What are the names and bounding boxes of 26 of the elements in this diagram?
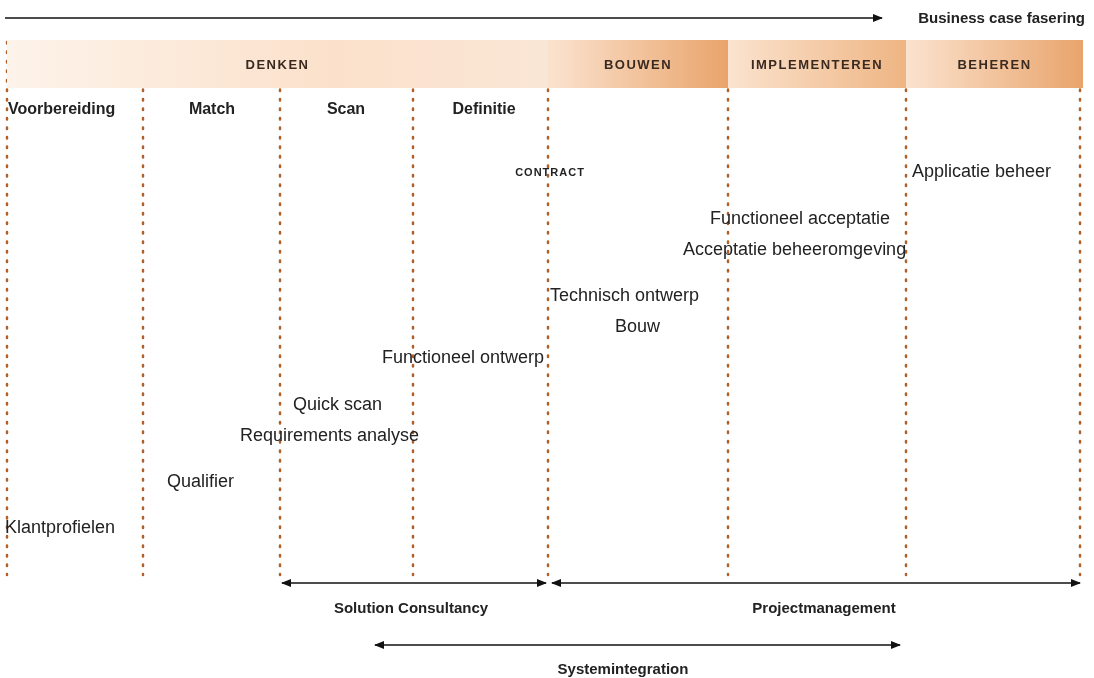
activity-label: Acceptatie beheeromgeving	[683, 239, 907, 261]
milestone-label: CONTRACT	[515, 166, 585, 179]
phase-band	[728, 40, 906, 88]
activity-label: Qualifier	[167, 471, 235, 493]
column-title: Definitie	[452, 100, 516, 119]
span-label: Solution Consultancy	[333, 599, 489, 616]
span-label: Systemintegration	[557, 660, 689, 677]
phase-band	[7, 40, 548, 88]
phase-band	[548, 40, 728, 88]
span-label: Projectmanagement	[752, 599, 896, 616]
activity-label: Requirements analyse	[240, 425, 420, 447]
activity-label: Technisch ontwerp	[550, 285, 700, 307]
activity-label: Klantprofielen	[5, 517, 116, 539]
phase-title: IMPLEMENTEREN	[750, 56, 884, 72]
arrow-label: Business case fasering	[918, 9, 1085, 26]
activity-label: Quick scan	[293, 394, 383, 416]
activity-label: Functioneel ontwerp	[382, 347, 545, 369]
activity-label: Functioneel acceptatie	[710, 208, 891, 230]
phase-band	[906, 40, 1083, 88]
column-title: Scan	[326, 100, 366, 119]
phase-title: DENKEN	[245, 56, 310, 72]
phase-title: BOUWEN	[603, 56, 673, 72]
column-title: Match	[188, 100, 236, 119]
phase-title: BEHEREN	[957, 56, 1032, 72]
activity-label: Applicatie beheer	[912, 161, 1052, 183]
activity-label: Bouw	[615, 316, 661, 338]
